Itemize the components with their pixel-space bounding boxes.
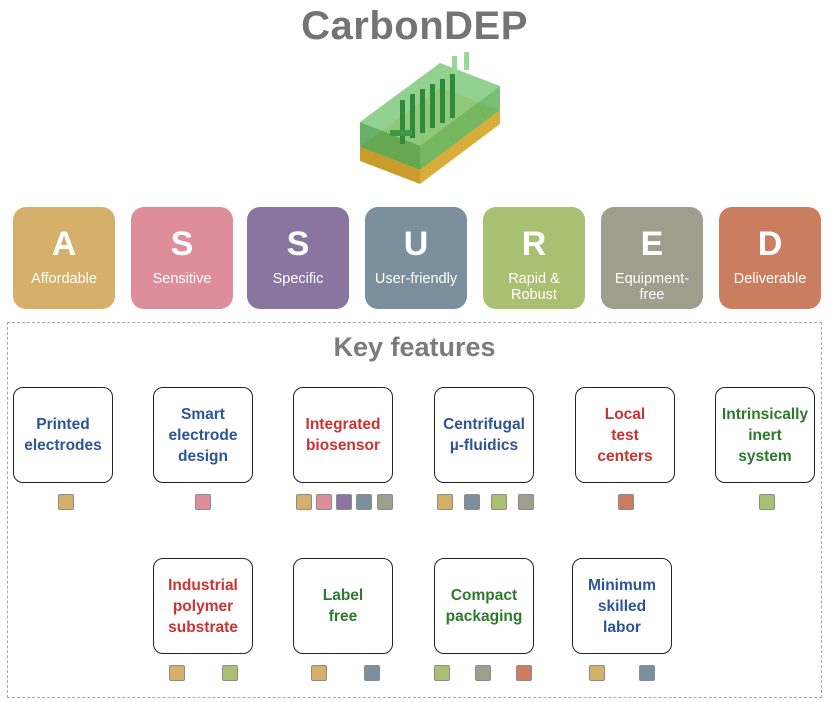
acronym-tile-rapid: R Rapid & Robust [483,207,585,309]
acronym-word: User-friendly [374,271,458,287]
feature-label: Compact packaging [445,587,523,625]
acronym-letter: U [403,225,429,263]
feature-swatch-a [169,665,185,681]
feature-swatch-u [356,494,372,510]
feature-label: Label free [322,587,364,625]
feature-swatch-u [639,665,655,681]
acronym-letter: S [170,225,194,263]
feature-swatch-d [618,494,634,510]
feature-label: Integrated biosensor [305,416,381,454]
feature-box-printed: Printed electrodes [13,387,113,483]
acronym-word: Sensitive [152,271,212,287]
feature-label: Minimum skilled labor [587,576,657,636]
acronym-word: Affordable [31,271,97,287]
acronym-tile-specific: S Specific [247,207,349,309]
feature-swatch-u [464,494,480,510]
acronym-tile-equipment: E Equipment- free [601,207,703,309]
feature-box-intrinsically: Intrinsically inert system [715,387,815,483]
feature-swatch-a [311,665,327,681]
device-illustration [360,52,500,184]
feature-swatch-e [377,494,393,510]
feature-swatch-s1 [316,494,332,510]
acronym-tile-sensitive: S Sensitive [131,207,233,309]
key-features-title: Key features [333,332,496,362]
feature-label: Industrial polymer substrate [168,576,238,636]
diagram-title: CarbonDEP [301,4,528,48]
acronym-word: Specific [272,271,324,287]
acronym-tile-affordable: A Affordable [13,207,115,309]
feature-swatch-s1 [195,494,211,510]
feature-swatch-e [518,494,534,510]
feature-swatch-a [58,494,74,510]
acronym-letter: D [757,225,783,263]
feature-swatch-r [434,665,450,681]
feature-swatch-a [296,494,312,510]
feature-box-industrial: Industrial polymer substrate [153,558,253,654]
acronym-word: Deliverable [733,271,807,287]
feature-label: Local test centers [597,405,653,465]
feature-box-minimum: Minimum skilled labor [572,558,672,654]
feature-swatch-r [759,494,775,510]
acronym-tile-deliverable: D Deliverable [719,207,821,309]
acronym-letter: A [51,225,77,263]
feature-swatch-a [437,494,453,510]
feature-swatch-s2 [336,494,352,510]
acronym-letter: S [286,225,310,263]
feature-box-label: Label free [293,558,393,654]
feature-swatch-d [516,665,532,681]
acronym-word: Equipment- free [614,271,690,303]
feature-label: Intrinsically inert system [721,405,809,465]
feature-label: Printed electrodes [24,416,102,454]
feature-swatch-r [222,665,238,681]
acronym-letter: R [521,225,547,263]
feature-label: Centrifugal µ-fluidics [443,416,525,454]
feature-box-compact: Compact packaging [434,558,534,654]
feature-swatch-u [364,665,380,681]
acronym-letter: E [640,225,664,263]
feature-box-local: Local test centers [575,387,675,483]
feature-swatch-e [475,665,491,681]
key-features-frame [7,322,822,698]
feature-swatch-a [589,665,605,681]
feature-label: Smart electrode design [168,405,238,465]
feature-swatch-r [491,494,507,510]
feature-box-integrated: Integrated biosensor [293,387,393,483]
feature-box-smart: Smart electrode design [153,387,253,483]
feature-box-centrifugal: Centrifugal µ-fluidics [434,387,534,483]
acronym-word: Rapid & Robust [508,271,560,303]
acronym-tile-user: U User-friendly [365,207,467,309]
